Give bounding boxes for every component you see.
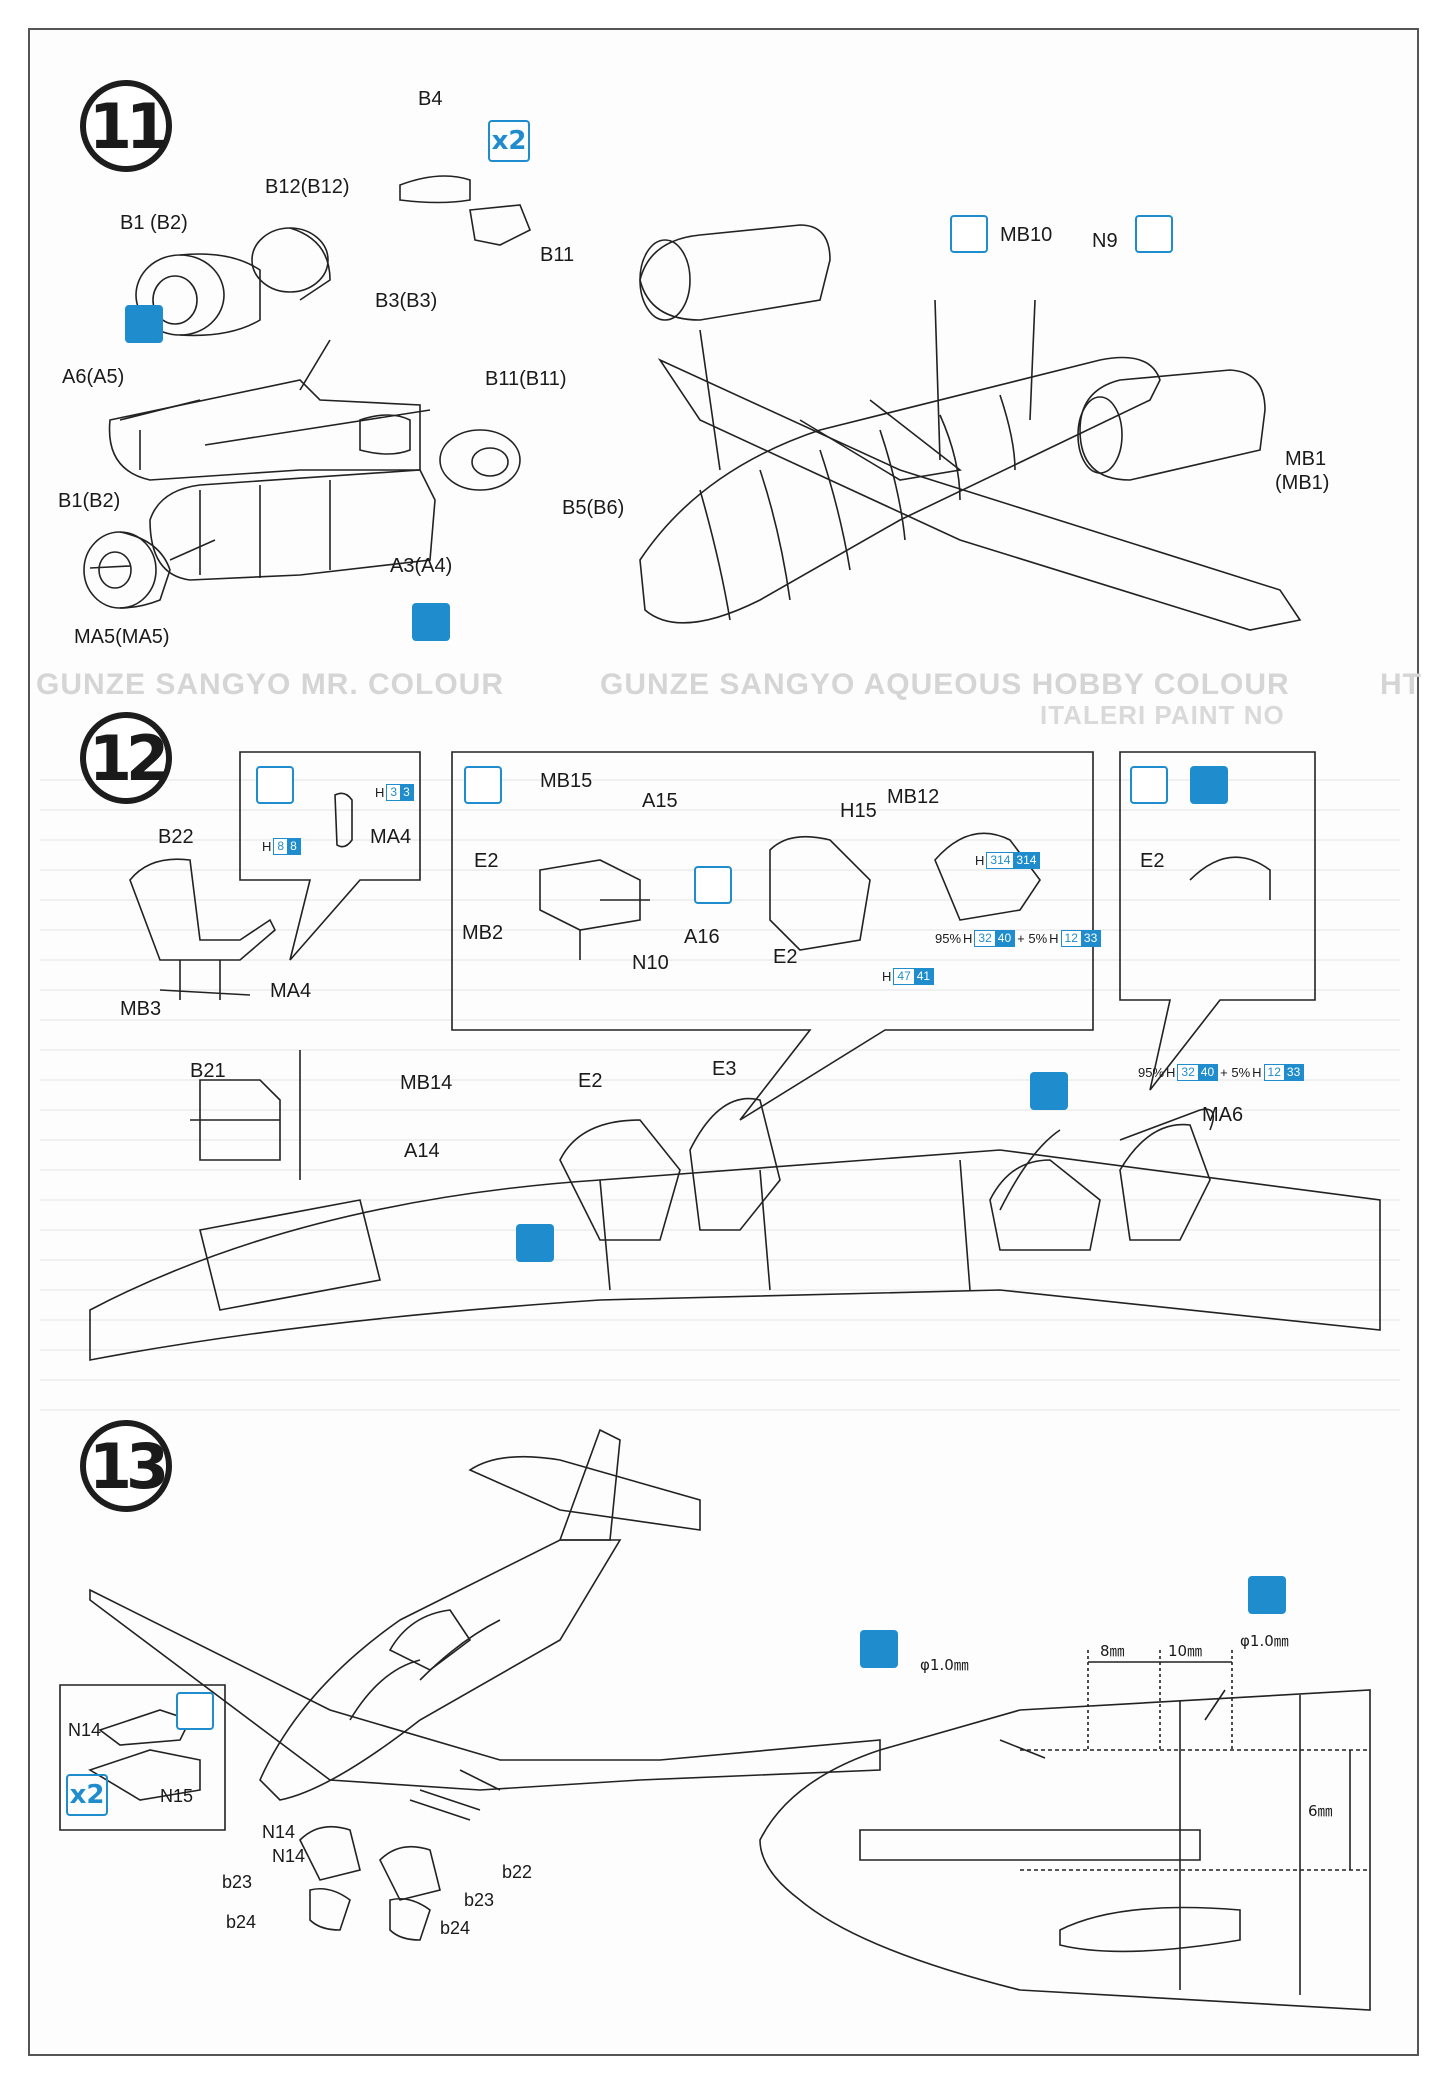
part-label-mb15: MB15 — [540, 770, 593, 792]
part-label-b24-left: b24 — [226, 1912, 257, 1932]
part-label-b22: b22 — [502, 1862, 533, 1882]
part-label-b5: B5(B6) — [562, 497, 625, 519]
paint-brush-icon — [464, 766, 502, 804]
part-label-ma4-box: MA4 — [370, 826, 412, 848]
step11-airframe — [639, 224, 1302, 631]
part-label-mb1: MB1 — [1285, 448, 1327, 470]
paint-brush-icon — [256, 766, 294, 804]
part-label-b4: B4 — [418, 88, 443, 110]
ghost-heading-left: HT — [1380, 668, 1422, 701]
part-label-b12: B12(B12) — [265, 176, 350, 198]
part-label-a3: A3(A4) — [390, 555, 453, 577]
step12-seat-assembly — [89, 858, 1381, 1361]
part-label-e2-box3: E2 — [1140, 850, 1165, 872]
symmetry-icon — [950, 215, 988, 253]
drill-size-left: φ1.0㎜ — [920, 1656, 969, 1674]
step12-box-details — [334, 792, 1271, 960]
part-label-e3: E3 — [712, 1058, 737, 1080]
part-label-n10: N10 — [632, 952, 669, 974]
step-number-12: 12 — [80, 712, 172, 804]
symmetry-icon — [1135, 215, 1173, 253]
no-cement-icon — [1030, 1072, 1068, 1110]
drill-icon — [1248, 1576, 1286, 1614]
part-label-b11-b11: B11(B11) — [485, 368, 567, 390]
part-label-h15: H15 — [840, 800, 877, 822]
part-label-mb1-alt: (MB1) — [1275, 472, 1330, 494]
part-label-a6: A6(A5) — [62, 366, 125, 388]
cement-icon — [412, 603, 450, 641]
paint-brush-icon — [176, 1692, 214, 1730]
step13-airframe — [59, 1428, 881, 1941]
part-label-ma6: MA6 — [1202, 1104, 1244, 1126]
part-label-b23-right: b23 — [464, 1890, 495, 1910]
part-label-b3: B3(B3) — [375, 290, 438, 312]
step13-drill-template — [759, 1650, 1371, 2011]
ghost-paint-table — [40, 779, 1400, 1411]
part-label-n14-b: N14 — [272, 1846, 306, 1866]
part-label-e2-box2: E2 — [474, 850, 499, 872]
step-number-13: 13 — [80, 1420, 172, 1512]
paint-brush-icon — [1130, 766, 1168, 804]
part-label-mb2: MB2 — [462, 922, 504, 944]
part-label-mb12: MB12 — [887, 786, 940, 808]
part-label-a14: A14 — [404, 1140, 440, 1162]
part-label-a15: A15 — [642, 790, 678, 812]
drill-size-right: φ1.0㎜ — [1240, 1632, 1289, 1650]
part-label-mb14: MB14 — [400, 1072, 453, 1094]
ghost-heading-right: GUNZE SANGYO MR. COLOUR — [36, 668, 505, 701]
cement-icon — [1190, 766, 1228, 804]
ghost-heading-mid: GUNZE SANGYO AQUEOUS HOBBY COLOUR — [600, 668, 1290, 701]
cement-icon — [125, 305, 163, 343]
part-label-a16: A16 — [684, 926, 720, 948]
step-number-11: 11 — [80, 80, 172, 172]
part-label-ma4: MA4 — [270, 980, 312, 1002]
part-label-mb3: MB3 — [120, 998, 162, 1020]
symmetry-icon — [694, 866, 732, 904]
part-label-b21: B21 — [190, 1060, 226, 1082]
part-label-b24-right: b24 — [440, 1918, 471, 1938]
part-label-ma5: MA5(MA5) — [74, 626, 170, 648]
part-label-e2-main: E2 — [578, 1070, 603, 1092]
part-label-n14-a: N14 — [262, 1822, 296, 1842]
drill-icon — [860, 1630, 898, 1668]
no-cement-icon — [516, 1224, 554, 1262]
part-label-mb10: MB10 — [1000, 224, 1053, 246]
dimension-8mm: 8㎜ — [1100, 1642, 1125, 1660]
part-label-b11: B11 — [540, 244, 575, 266]
ghost-heading-sub: ITALERI PAINT NO — [1040, 700, 1285, 730]
part-label-n14-inset: N14 — [68, 1720, 102, 1740]
dimension-10mm: 10㎜ — [1168, 1642, 1203, 1660]
dimension-6mm: 6㎜ — [1308, 1802, 1333, 1820]
part-label-b23-left: b23 — [222, 1872, 253, 1892]
part-label-b1-b2-upper: B1 (B2) — [120, 212, 188, 234]
step12-callout-boxes — [239, 751, 1316, 1121]
quantity-x2-badge: x2 — [488, 120, 530, 162]
step11-engine-assembly — [83, 175, 532, 609]
quantity-x2-badge: x2 — [66, 1774, 108, 1816]
part-label-b22: B22 — [158, 826, 194, 848]
part-label-n15: N15 — [160, 1786, 194, 1806]
part-label-b1-b2-lower: B1(B2) — [58, 490, 121, 512]
part-label-e2-canopy: E2 — [773, 946, 798, 968]
part-label-n9: N9 — [1092, 230, 1118, 252]
